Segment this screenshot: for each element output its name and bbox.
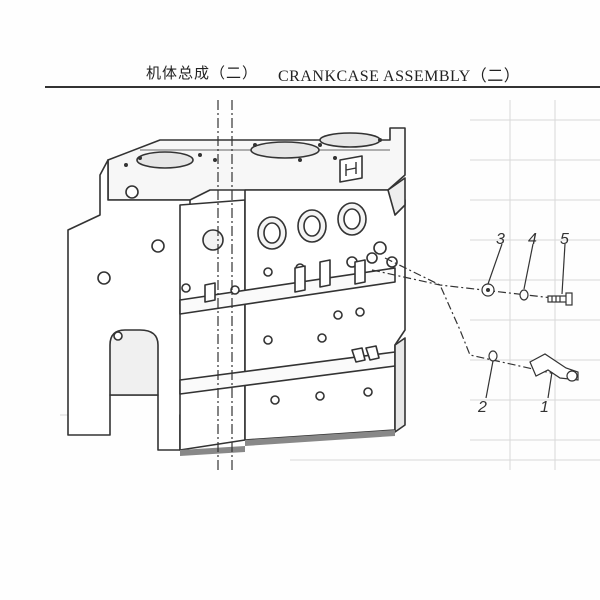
- part-5-bolt: [547, 292, 573, 306]
- callout-5: 5: [560, 231, 569, 248]
- callout-3: 3: [496, 231, 505, 248]
- ghost-table: [60, 100, 600, 470]
- callouts: 3 4 5 2 1: [477, 231, 569, 416]
- part-2-seal: [488, 350, 498, 362]
- title-chinese: 机体总成（二）: [146, 64, 259, 82]
- part-4-ring: [519, 289, 529, 301]
- engine-block: [67, 127, 406, 456]
- part-1-jet: [529, 353, 579, 382]
- exploded-parts: [371, 243, 579, 399]
- title-english: CRANKCASE ASSEMBLY（二）: [278, 68, 521, 85]
- header-rule: [45, 86, 600, 88]
- break-line: [217, 100, 233, 470]
- page-header: 机体总成（二） CRANKCASE ASSEMBLY（二）: [0, 60, 600, 88]
- callout-1: 1: [540, 399, 549, 416]
- callout-4: 4: [528, 231, 537, 248]
- callout-2: 2: [477, 399, 487, 416]
